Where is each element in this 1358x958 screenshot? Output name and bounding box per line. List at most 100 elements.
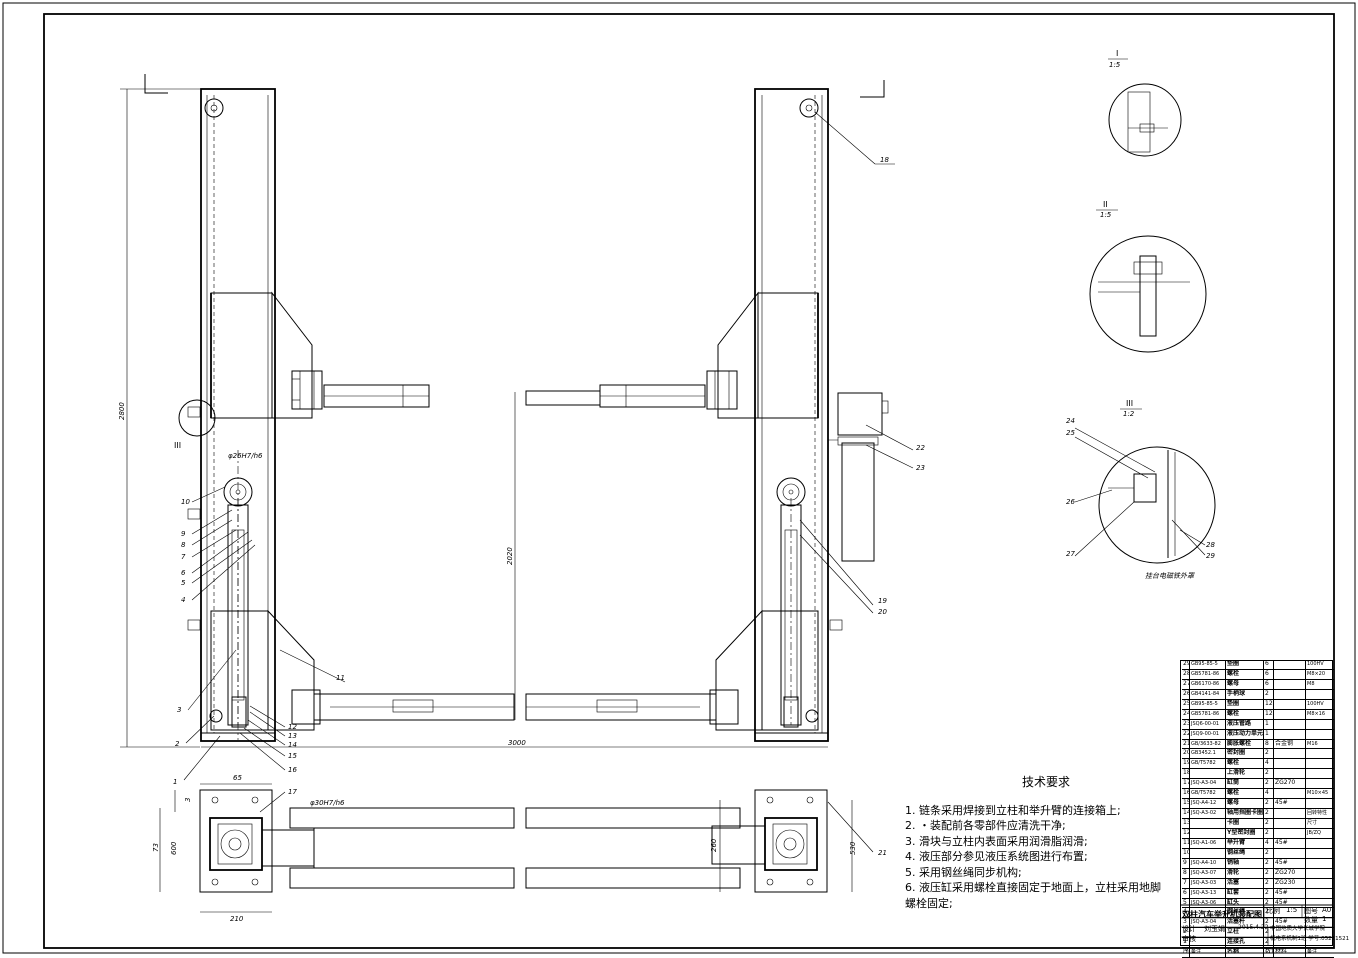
parts-cell — [1306, 889, 1334, 898]
parts-cell — [1190, 828, 1226, 838]
parts-cell: 7 — [1182, 878, 1190, 888]
callout-26: 26 — [1066, 498, 1075, 506]
callout-1: 1 — [173, 778, 177, 786]
callout-22: 22 — [916, 444, 925, 452]
parts-cell: 缸筒 — [1226, 779, 1264, 789]
parts-cell — [1190, 848, 1226, 858]
parts-cell: 8 — [1264, 739, 1274, 749]
parts-cell: 2 — [1264, 858, 1274, 868]
parts-cell — [1274, 828, 1306, 838]
parts-cell: 2 — [1264, 908, 1274, 918]
parts-cell — [1306, 879, 1334, 888]
parts-cell: 2 — [1264, 819, 1274, 828]
callouts-left: 10 9 8 7 6 5 4 3 2 1 12 13 14 15 16 11 1… — [173, 486, 346, 813]
section-III-caption: 挂台电磁铁外罩 — [1145, 572, 1195, 580]
parts-cell: 19 — [1183, 759, 1190, 769]
fit-bottom: φ30H7/h6 — [310, 799, 345, 807]
parts-cell: 螺母 — [1226, 799, 1264, 809]
parts-cell — [1306, 720, 1334, 729]
section-III-label: III — [1126, 399, 1133, 408]
parts-cell: 活塞 — [1226, 878, 1264, 888]
parts-cell: ZG270 — [1274, 779, 1306, 789]
class-info: 机电系机制1班 学号:05211521 — [1270, 936, 1350, 942]
dim-base-73: 73 — [152, 843, 160, 852]
tech-item: 5. 采用钢丝绳同步机构; — [905, 865, 1022, 879]
parts-cell: 2 — [1264, 809, 1274, 818]
parts-cell: 4 — [1182, 908, 1190, 918]
parts-cell: 45# — [1274, 838, 1306, 848]
parts-cell: 2 — [1182, 928, 1190, 938]
callout-25: 25 — [1066, 429, 1075, 437]
parts-cell: 9 — [1182, 858, 1190, 868]
callout-12: 12 — [288, 723, 297, 731]
callout-27: 27 — [1066, 550, 1075, 558]
parts-cell: 6 — [1264, 679, 1274, 689]
parts-cell: GB95-85-5 — [1190, 660, 1226, 669]
callout-16: 16 — [288, 766, 297, 774]
parts-cell — [1306, 869, 1334, 878]
callout-23: 23 — [916, 464, 925, 472]
parts-cell: 2 — [1264, 689, 1274, 699]
parts-cell — [1274, 709, 1306, 719]
parts-cell: 2 — [1264, 749, 1274, 759]
parts-cell — [1274, 669, 1306, 679]
parts-cell: 2 — [1264, 898, 1274, 908]
parts-cell: ZG270 — [1274, 868, 1306, 878]
parts-cell: 6 — [1264, 660, 1274, 669]
parts-cell: 3 — [1182, 918, 1190, 928]
parts-cell: JB/ZQ — [1307, 829, 1321, 836]
parts-cell — [1306, 859, 1334, 868]
dim-overall-height: 2800 — [118, 402, 126, 420]
parts-cell — [1306, 690, 1334, 699]
checked-label: 审核 — [1182, 935, 1196, 943]
parts-cell — [1274, 938, 1306, 948]
tech-item: 1. 链条采用焊接到立柱和举升臂的连接箱上; — [905, 803, 1121, 817]
section-I-label: I — [1116, 49, 1118, 58]
parts-cell: 2 — [1264, 888, 1274, 898]
parts-cell — [1306, 779, 1334, 788]
drawing-name: 双柱汽车举升机装配图 — [1182, 910, 1262, 919]
scale-value: 1:5 — [1286, 906, 1298, 914]
dim-base-260: 260 — [710, 838, 718, 852]
parts-cell: JSQ-A3-07 — [1190, 868, 1226, 878]
parts-cell: 12 — [1265, 699, 1274, 709]
parts-cell: 45# — [1274, 918, 1306, 928]
parts-cell: 序号 — [1183, 948, 1190, 958]
parts-cell: 17 — [1183, 779, 1190, 789]
parts-cell: 2 — [1264, 868, 1274, 878]
parts-cell: 45# — [1274, 858, 1306, 868]
parts-cell: 滑轮 — [1226, 868, 1264, 878]
callout-19: 19 — [878, 597, 887, 605]
parts-cell — [1274, 679, 1306, 689]
right-column — [525, 80, 889, 742]
parts-cell: GB3452.1 — [1190, 749, 1226, 759]
dim-overall-width: 3000 — [508, 739, 526, 747]
parts-cell: 2 — [1264, 828, 1274, 838]
parts-cell: 尺寸 — [1307, 820, 1318, 826]
parts-cell: 15 — [1183, 799, 1190, 809]
parts-cell: 2 — [1264, 938, 1274, 948]
parts-cell: 29 — [1183, 660, 1190, 669]
parts-cell: 1 — [1264, 719, 1274, 729]
tech-requirements: 技术要求 1. 链条采用焊接到立柱和举升臂的连接箱上; 2. ・装配前各零部件应… — [905, 775, 1167, 911]
parts-cell: 20 — [1183, 749, 1190, 759]
parts-cell: JSQ-A3-04 — [1190, 918, 1226, 928]
parts-cell: 手柄球 — [1226, 689, 1264, 699]
parts-cell: 6 — [1264, 669, 1274, 679]
callout-2: 2 — [175, 740, 180, 748]
parts-cell: GB6170-86 — [1190, 679, 1226, 689]
parts-cell: JSQ-A3-04 — [1190, 779, 1226, 789]
